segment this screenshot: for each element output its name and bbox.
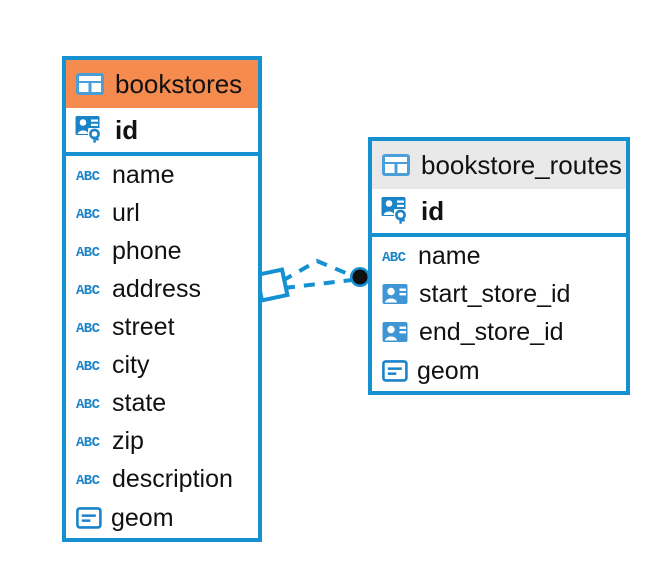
geometry-blob-icon	[382, 360, 408, 382]
svg-text:ABC: ABC	[76, 283, 101, 297]
primary-key-icon	[381, 197, 410, 225]
abc-text-icon: ABC	[76, 245, 101, 259]
table-icon	[382, 154, 410, 176]
primary-key-icon	[75, 116, 104, 144]
entity-bookstores[interactable]: bookstores id ABC name	[62, 56, 262, 542]
abc-text-icon: ABC	[76, 169, 101, 183]
field-label: end_store_id	[419, 317, 564, 346]
abc-text-icon: ABC	[76, 321, 101, 335]
foreign-key-icon	[382, 322, 408, 342]
field-row-url[interactable]: ABC url	[66, 194, 258, 232]
svg-text:ABC: ABC	[76, 397, 101, 411]
field-label: id	[115, 115, 139, 145]
entity-header-bookstore-routes[interactable]: bookstore_routes	[372, 141, 626, 189]
svg-text:ABC: ABC	[76, 359, 101, 373]
field-row-name[interactable]: ABC name	[372, 237, 626, 275]
field-label: geom	[417, 356, 480, 385]
field-row-id[interactable]: id	[372, 189, 626, 237]
abc-text-icon: ABC	[382, 250, 407, 264]
field-label: geom	[111, 503, 174, 532]
field-row-description[interactable]: ABC description	[66, 460, 258, 498]
entity-header-bookstores[interactable]: bookstores	[66, 60, 258, 108]
relationship-line-arc	[281, 258, 354, 283]
svg-text:ABC: ABC	[76, 435, 101, 449]
filled-circle-marker[interactable]	[350, 267, 370, 287]
field-label: url	[112, 198, 140, 227]
field-label: name	[112, 160, 175, 189]
field-row-phone[interactable]: ABC phone	[66, 232, 258, 270]
entity-title: bookstores	[115, 69, 243, 99]
abc-text-icon: ABC	[76, 435, 101, 449]
abc-text-icon: ABC	[76, 397, 101, 411]
entity-title: bookstore_routes	[421, 150, 622, 180]
svg-text:ABC: ABC	[76, 169, 101, 183]
field-row-geom[interactable]: geom	[372, 351, 626, 391]
field-row-name[interactable]: ABC name	[66, 156, 258, 194]
geometry-blob-icon	[76, 507, 102, 529]
field-label: city	[112, 350, 150, 379]
field-label: state	[112, 388, 167, 417]
svg-text:ABC: ABC	[76, 321, 101, 335]
field-row-street[interactable]: ABC street	[66, 308, 258, 346]
field-label: street	[112, 312, 175, 341]
foreign-key-icon	[382, 284, 408, 304]
entity-bookstore-routes[interactable]: bookstore_routes id ABC name	[368, 137, 630, 395]
field-row-id[interactable]: id	[66, 108, 258, 156]
svg-text:ABC: ABC	[76, 473, 101, 487]
field-row-geom[interactable]: geom	[66, 498, 258, 538]
abc-text-icon: ABC	[76, 283, 101, 297]
field-row-state[interactable]: ABC state	[66, 384, 258, 422]
field-row-address[interactable]: ABC address	[66, 270, 258, 308]
field-label: phone	[112, 236, 182, 265]
field-label: zip	[112, 426, 144, 455]
abc-text-icon: ABC	[76, 207, 101, 221]
field-row-zip[interactable]: ABC zip	[66, 422, 258, 460]
svg-text:ABC: ABC	[382, 250, 407, 264]
svg-text:ABC: ABC	[76, 245, 101, 259]
relationship-line-straight	[283, 278, 353, 290]
field-label: name	[418, 241, 481, 270]
field-label: id	[421, 196, 445, 226]
abc-text-icon: ABC	[76, 473, 101, 487]
field-row-start-store-id[interactable]: start_store_id	[372, 275, 626, 313]
table-icon	[76, 73, 104, 95]
field-label: start_store_id	[419, 279, 571, 308]
svg-text:ABC: ABC	[76, 207, 101, 221]
field-label: address	[112, 274, 201, 303]
abc-text-icon: ABC	[76, 359, 101, 373]
field-row-city[interactable]: ABC city	[66, 346, 258, 384]
field-row-end-store-id[interactable]: end_store_id	[372, 313, 626, 351]
field-label: description	[112, 464, 233, 493]
